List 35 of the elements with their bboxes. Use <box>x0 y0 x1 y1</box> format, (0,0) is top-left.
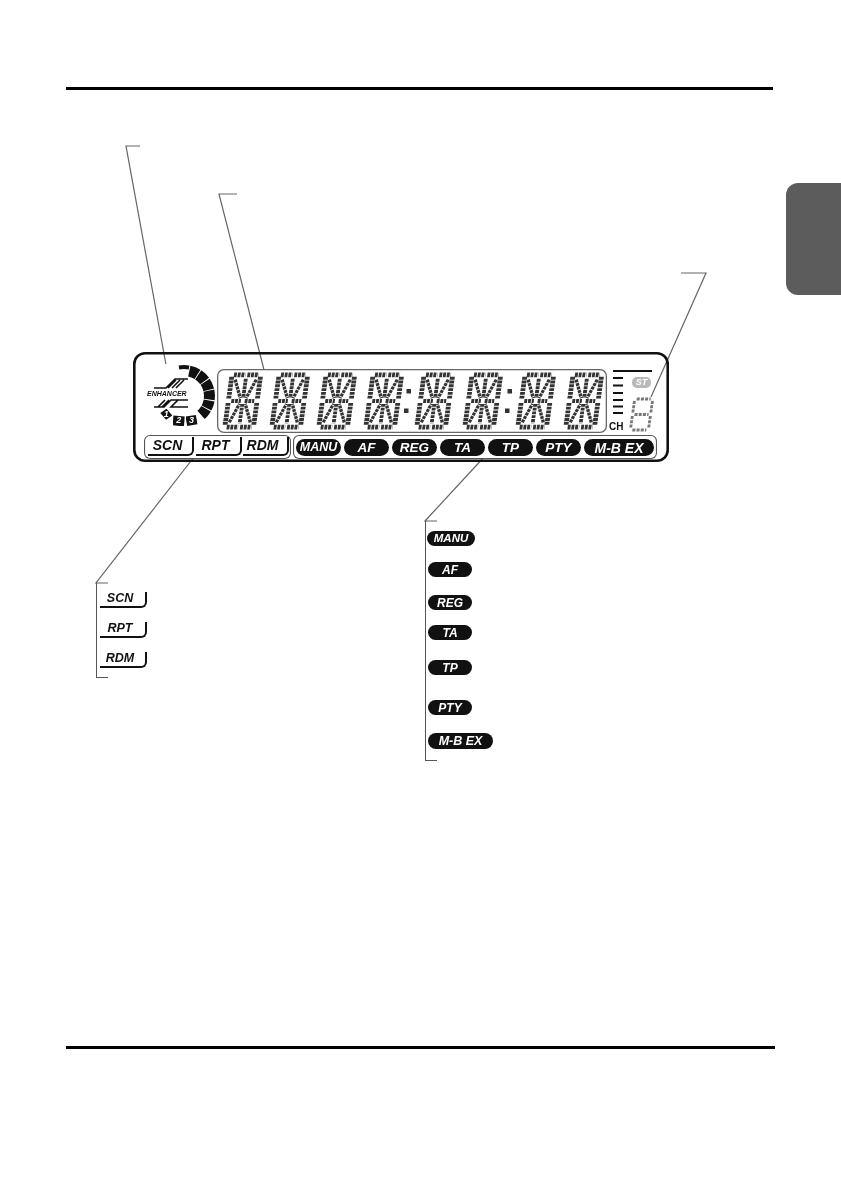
play-mode-indicator: RPT <box>196 437 242 456</box>
function-indicator: TA <box>440 439 485 456</box>
function-indicator: PTY <box>536 439 581 456</box>
leader-line <box>650 272 707 398</box>
play-mode-indicator: SCN <box>148 437 194 456</box>
function-indicator: TA <box>428 625 472 640</box>
function-indicator: M-B EX <box>584 439 654 456</box>
function-indicator: M-B EX <box>428 733 493 749</box>
function-indicator: REG <box>392 439 437 456</box>
play-mode-indicator: RDM <box>100 652 147 668</box>
function-indicator: MANU <box>296 439 341 456</box>
dial-number-segment: 1 <box>160 408 173 420</box>
leader-line <box>218 193 265 370</box>
function-indicator: AF <box>428 562 472 577</box>
function-indicator: AF <box>344 439 389 456</box>
channel-digit-icon <box>628 397 655 432</box>
leader-line <box>125 145 167 365</box>
channel-label: CH <box>609 421 625 432</box>
dial-number-segment: 2 <box>172 415 185 427</box>
function-indicator: PTY <box>428 700 472 715</box>
function-indicator: MANU <box>427 531 475 546</box>
stereo-indicator: ST <box>632 377 651 388</box>
play-mode-indicator: SCN <box>100 592 147 608</box>
dial-number-segment: 3 <box>185 414 198 426</box>
side-tab <box>786 183 841 295</box>
indicator-group <box>144 435 291 459</box>
lcd-display-panel <box>133 352 669 462</box>
function-indicator: TP <box>488 439 533 456</box>
indicator-group <box>293 435 657 459</box>
play-mode-indicator: RDM <box>243 437 289 456</box>
segment-display <box>217 369 607 433</box>
function-indicator: TP <box>428 660 472 675</box>
function-indicator: REG <box>428 595 472 610</box>
leader-bracket <box>96 583 108 678</box>
play-mode-indicator: RPT <box>100 622 147 638</box>
